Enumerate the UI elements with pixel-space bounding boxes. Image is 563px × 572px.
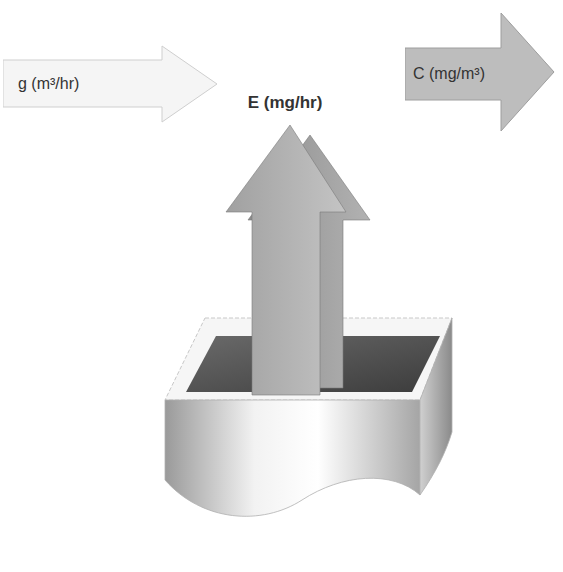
arrow-outline [3,46,217,122]
input-arrow: g (m³/hr) [3,45,218,123]
output-arrow: C (mg/m³) [405,12,555,132]
arrow-label: C (mg/m³) [413,65,485,83]
arrow-label: g (m³/hr) [18,75,79,93]
emission-label: E (mg/hr) [248,93,323,113]
emission-arrow-front [226,125,346,395]
tank-side-face [420,318,452,495]
arrow-outline [405,13,554,131]
tank-front-face [165,400,420,516]
